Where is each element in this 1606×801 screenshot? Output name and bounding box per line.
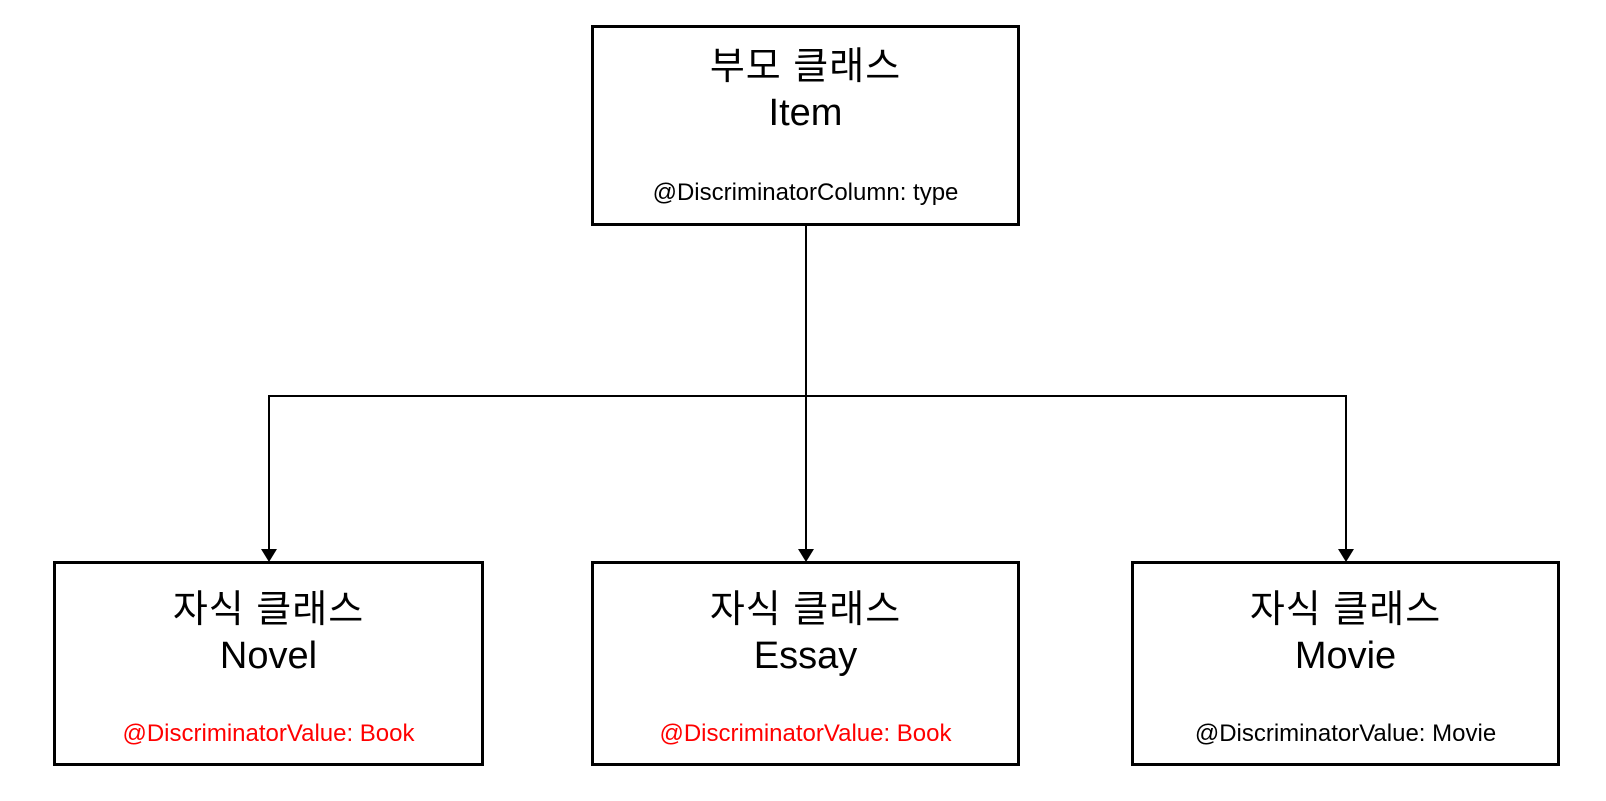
child-class-name: Essay — [753, 635, 858, 677]
child-class-role-label: 자식 클래스 — [709, 589, 902, 631]
child-class-name: Novel — [219, 635, 318, 677]
child-class-box-movie: 자식 클래스 Movie @DiscriminatorValue: Movie — [1131, 561, 1560, 766]
parent-class-name: Item — [768, 92, 843, 134]
child-class-name: Movie — [1294, 635, 1397, 677]
child-class-annotation: @DiscriminatorValue: Book — [122, 720, 415, 747]
parent-class-annotation: @DiscriminatorColumn: type — [652, 179, 959, 206]
child-class-role-label: 자식 클래스 — [172, 589, 365, 631]
child-class-box-novel: 자식 클래스 Novel @DiscriminatorValue: Book — [53, 561, 484, 766]
child-class-annotation: @DiscriminatorValue: Movie — [1194, 720, 1497, 747]
parent-class-box: 부모 클래스 Item @DiscriminatorColumn: type — [591, 25, 1020, 226]
child-class-box-essay: 자식 클래스 Essay @DiscriminatorValue: Book — [591, 561, 1020, 766]
parent-class-role-label: 부모 클래스 — [709, 46, 902, 88]
child-class-role-label: 자식 클래스 — [1249, 589, 1442, 631]
child-class-annotation: @DiscriminatorValue: Book — [659, 720, 952, 747]
